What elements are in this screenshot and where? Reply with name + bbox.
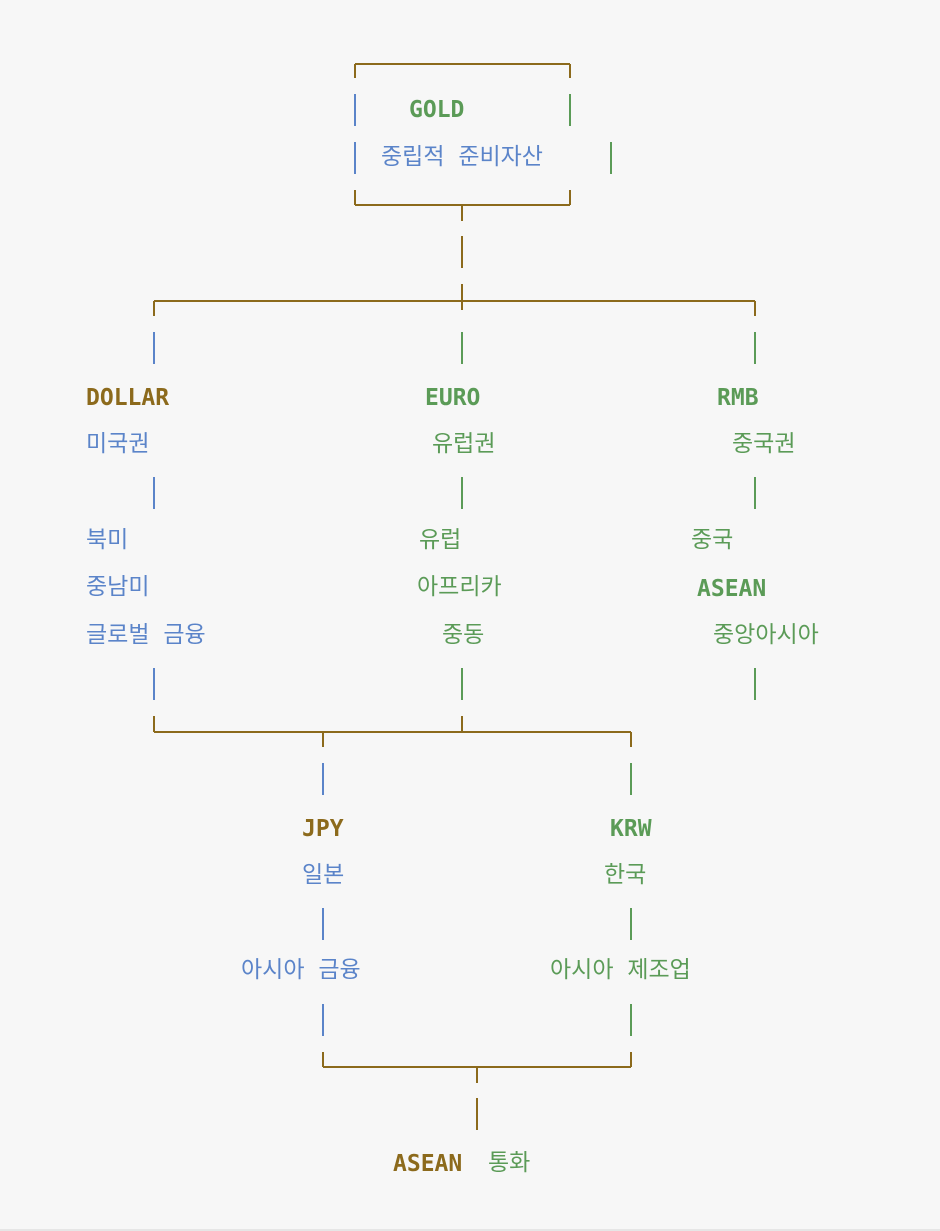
krw-country: 한국: [604, 862, 647, 888]
rmb-region-3: 중앙아시아: [713, 622, 819, 648]
jpy-role: 아시아 금융: [241, 957, 361, 983]
bottom-merge-bar: [322, 1052, 632, 1130]
dollar-region-1: 북미: [86, 527, 129, 553]
rmb-region-1: 중국: [691, 527, 734, 553]
rmb-region-2: ASEAN: [697, 576, 767, 602]
zone-region-connectors: [153, 477, 756, 700]
dollar-region-3: 글로벌 금융: [86, 622, 206, 648]
krw-code: KRW: [610, 816, 652, 842]
middle-merge-bar: [153, 716, 632, 795]
gold-code: GOLD: [409, 97, 465, 123]
rmb-code: RMB: [717, 385, 759, 411]
dollar-code: DOLLAR: [86, 385, 170, 411]
gold-box-frame: [354, 63, 612, 206]
dollar-zone: 미국권: [86, 431, 150, 457]
euro-zone: 유럽권: [432, 431, 496, 457]
euro-region-2: 아프리카: [417, 574, 502, 600]
euro-code: EURO: [425, 385, 481, 411]
rmb-zone: 중국권: [732, 431, 796, 457]
krw-role: 아시아 제조업: [550, 957, 691, 983]
result-label: 통화: [488, 1150, 531, 1176]
euro-region-1: 유럽: [419, 527, 462, 553]
result-code: ASEAN: [393, 1151, 463, 1177]
dollar-region-2: 중남미: [86, 574, 150, 600]
jpy-country: 일본: [302, 862, 345, 888]
euro-region-3: 중동: [442, 622, 485, 648]
tier2-connectors: [322, 908, 632, 1036]
jpy-code: JPY: [302, 816, 344, 842]
gold-desc: 중립적 준비자산: [381, 144, 543, 170]
top-branch-bar: [153, 300, 756, 364]
